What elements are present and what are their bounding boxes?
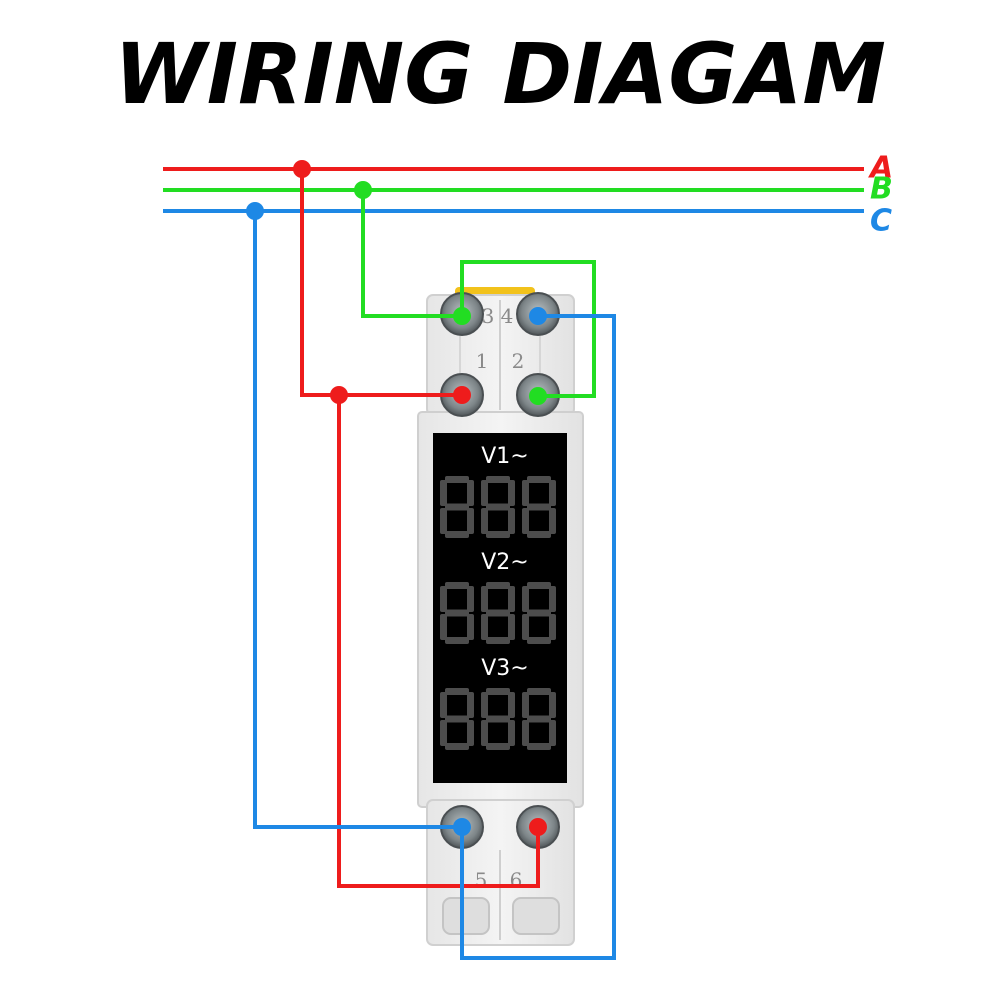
- wire-c-to-terminal-5: [253, 211, 462, 829]
- channel-label-2: V2~: [481, 550, 528, 575]
- wire-loop-terminal-3-to-2: [460, 260, 596, 398]
- wire-terminal-1-to-6: [337, 395, 540, 888]
- wire-terminal-5-to-4: [460, 314, 616, 960]
- voltmeter-device: 3 4 1 2 5 6 V1~ V2~ V3~: [417, 287, 584, 946]
- terminal-number-6: 6: [510, 868, 523, 892]
- phase-label-c: C: [870, 204, 892, 239]
- display-panel: [433, 433, 567, 783]
- phase-label-b: B: [870, 172, 893, 207]
- junction-dot-red-split: [330, 386, 348, 404]
- terminal-number-2: 2: [512, 349, 525, 373]
- terminal-number-1: 1: [476, 349, 489, 373]
- wire-b-to-terminal-3: [361, 190, 462, 318]
- terminal-number-5: 5: [475, 868, 488, 892]
- diagram-title: WIRING DIAGAM: [114, 25, 886, 123]
- terminal-dot-2: [529, 387, 547, 405]
- terminal-dot-3: [453, 307, 471, 325]
- display-rows: V1~ V2~ V3~: [440, 444, 556, 750]
- connection-dots: [246, 160, 547, 836]
- terminal-dot-6: [529, 818, 547, 836]
- terminal-dot-5: [453, 818, 471, 836]
- junction-dot-c: [246, 202, 264, 220]
- phase-label-a: A: [868, 151, 893, 186]
- wiring-lines: [163, 167, 864, 960]
- channel-label-3: V3~: [481, 656, 528, 681]
- terminal-number-4: 4: [501, 304, 514, 328]
- wire-a-to-terminal-1: [300, 169, 462, 397]
- bottom-wire-slot-right: [512, 897, 560, 935]
- junction-dot-a: [293, 160, 311, 178]
- terminal-number-3: 3: [482, 304, 495, 328]
- junction-dot-b: [354, 181, 372, 199]
- channel-label-1: V1~: [481, 444, 528, 469]
- terminal-dot-4: [529, 307, 547, 325]
- bottom-wire-slot-left: [442, 897, 490, 935]
- terminal-dot-1: [453, 386, 471, 404]
